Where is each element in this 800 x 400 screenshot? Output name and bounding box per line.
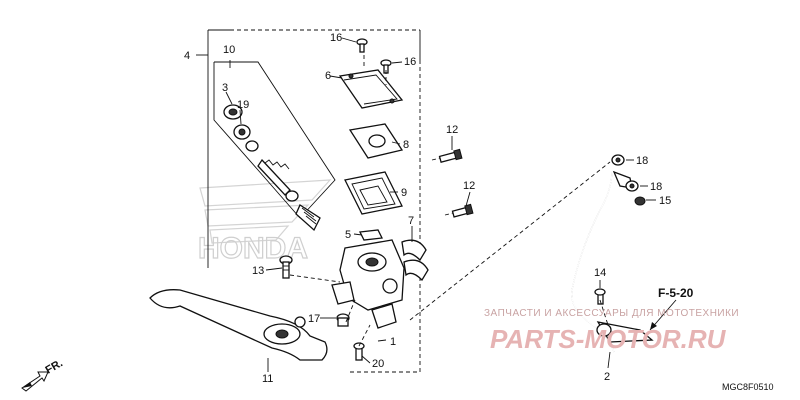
- bolt-12-upper: [438, 148, 463, 164]
- leader-lines: [225, 37, 656, 372]
- callout-13: 13: [252, 265, 264, 277]
- holder: [401, 239, 429, 282]
- diagram-code: MGC8F0510: [722, 382, 774, 392]
- screw-16-top: [356, 38, 368, 53]
- master-cylinder-body: [331, 239, 405, 329]
- callout-16-top: 16: [330, 32, 342, 44]
- callout-10: 10: [223, 44, 235, 56]
- watermark-caption: ЗАПЧАСТИ И АКСЕССУАРЫ ДЛЯ МОТОТЕХНИКИ: [484, 308, 739, 319]
- callout-18-lower: 18: [650, 181, 662, 193]
- front-label: FR.: [44, 357, 65, 376]
- reservoir-plate: [348, 123, 404, 159]
- callout-15: 15: [659, 195, 671, 207]
- callout-1: 1: [390, 336, 396, 348]
- reference-code: F-5-20: [658, 286, 694, 300]
- diaphragm: [344, 171, 403, 215]
- callout-17: 17: [308, 313, 320, 325]
- callout-11: 11: [262, 373, 273, 385]
- brake-lever: [149, 289, 328, 361]
- callout-9: 9: [401, 187, 407, 199]
- callout-12-upper: 12: [446, 124, 458, 136]
- washer-18-upper: [611, 154, 625, 166]
- callout-4: 4: [184, 50, 190, 62]
- callout-12-lower: 12: [463, 180, 475, 192]
- callout-5: 5: [345, 229, 351, 241]
- switch: [359, 229, 383, 241]
- callout-19: 19: [237, 99, 249, 111]
- callout-6: 6: [325, 70, 331, 82]
- callout-3: 3: [222, 82, 228, 94]
- callout-16-right: 16: [404, 56, 416, 68]
- callout-2: 2: [604, 371, 610, 383]
- callout-8: 8: [403, 139, 409, 151]
- piston-kit: [223, 104, 321, 232]
- bolt-15: [634, 196, 646, 206]
- bolt-14: [594, 288, 606, 305]
- screw-16-right: [380, 59, 392, 74]
- callout-18-upper: 18: [636, 155, 648, 167]
- nut-17: [336, 313, 350, 327]
- callout-14: 14: [594, 267, 606, 279]
- washer-18-lower: [625, 180, 639, 192]
- piston-kit-bracket: [213, 61, 336, 219]
- front-direction-arrow: [21, 371, 49, 392]
- reference-pointer: [649, 299, 677, 331]
- callout-7: 7: [408, 215, 414, 227]
- bolt-12-lower: [451, 203, 474, 218]
- watermark-logo: PARTS-MOTOR.RU: [490, 324, 727, 354]
- brake-hose: [570, 169, 654, 353]
- connection-lines: [289, 48, 611, 347]
- assembly-bracket: [196, 29, 421, 373]
- pivot-bolt: [279, 255, 293, 279]
- callout-20: 20: [372, 358, 384, 370]
- reservoir-cap: [338, 69, 404, 109]
